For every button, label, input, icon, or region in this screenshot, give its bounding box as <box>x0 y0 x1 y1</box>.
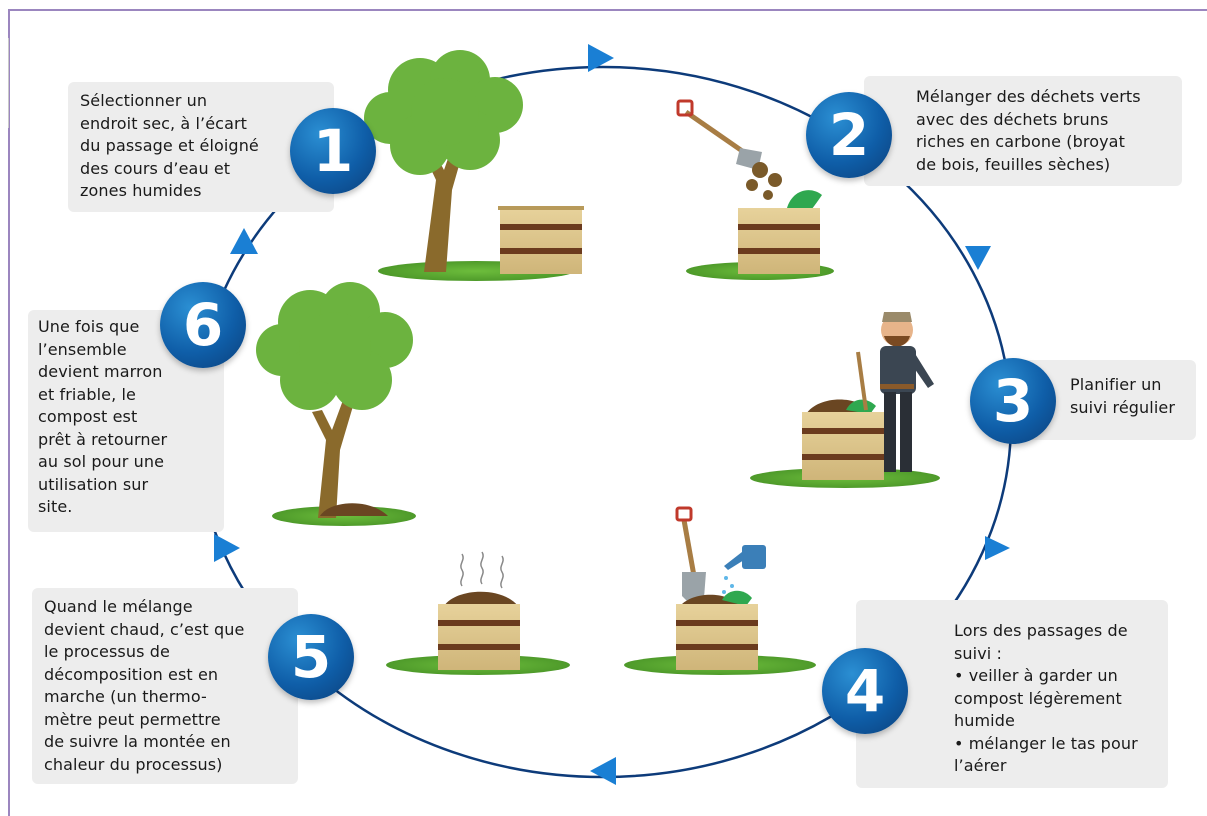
step-2-text: Mélanger des déchets verts avec des déch… <box>864 76 1182 186</box>
step-6-badge: 6 <box>160 282 246 368</box>
green-leaves <box>846 399 876 414</box>
frame-tab <box>0 38 9 128</box>
falling-compost <box>746 162 782 200</box>
step-4-text: Lors des passages de suivi : • veiller à… <box>856 600 1168 788</box>
compost-crate <box>738 208 820 274</box>
water-drops <box>722 576 734 594</box>
gardener-figure <box>856 312 934 472</box>
compost-crate <box>438 604 520 670</box>
step-5-badge: 5 <box>268 614 354 700</box>
arrow-top <box>588 44 614 72</box>
arrow-lower-left <box>214 534 240 562</box>
arrow-upper-left <box>230 228 258 254</box>
compost-crate <box>676 604 758 670</box>
compost-crate <box>802 412 884 480</box>
compost-heap <box>320 503 388 516</box>
steam-lines <box>460 551 504 589</box>
arrow-upper-right <box>965 246 991 270</box>
arrow-lower-right <box>985 536 1010 560</box>
watering-can <box>724 545 766 570</box>
scene-4 <box>624 506 816 675</box>
scene-3 <box>750 312 940 488</box>
tree-canopy <box>364 50 523 175</box>
compost-crate <box>498 206 584 274</box>
cycle-arrows <box>214 44 1010 785</box>
shovel-handle <box>681 519 697 577</box>
step-4-badge: 4 <box>822 648 908 734</box>
frame-left-border <box>8 9 10 816</box>
step-2-badge: 2 <box>806 92 892 178</box>
tree-canopy <box>256 282 413 410</box>
frame-top-border <box>8 9 1207 11</box>
step-1-badge: 1 <box>290 108 376 194</box>
shovel-grip <box>676 99 694 117</box>
scene-2 <box>676 99 834 280</box>
step-5-text: Quand le mélange devient chaud, c’est qu… <box>32 588 298 784</box>
step-3-badge: 3 <box>970 358 1056 444</box>
scene-6 <box>256 282 416 526</box>
step-1-text: Sélectionner un endroit sec, à l’écart d… <box>68 82 334 212</box>
arrow-bottom <box>590 757 616 785</box>
compost-heap <box>444 591 518 606</box>
scene-1 <box>364 50 584 281</box>
shovel-grip <box>675 506 693 522</box>
step-6-text: Une fois que l’ensemble devient marron e… <box>28 310 224 532</box>
green-leaves <box>722 590 752 606</box>
tree-trunk <box>312 392 356 518</box>
shovel-handle <box>684 109 750 158</box>
scene-5 <box>386 551 570 675</box>
